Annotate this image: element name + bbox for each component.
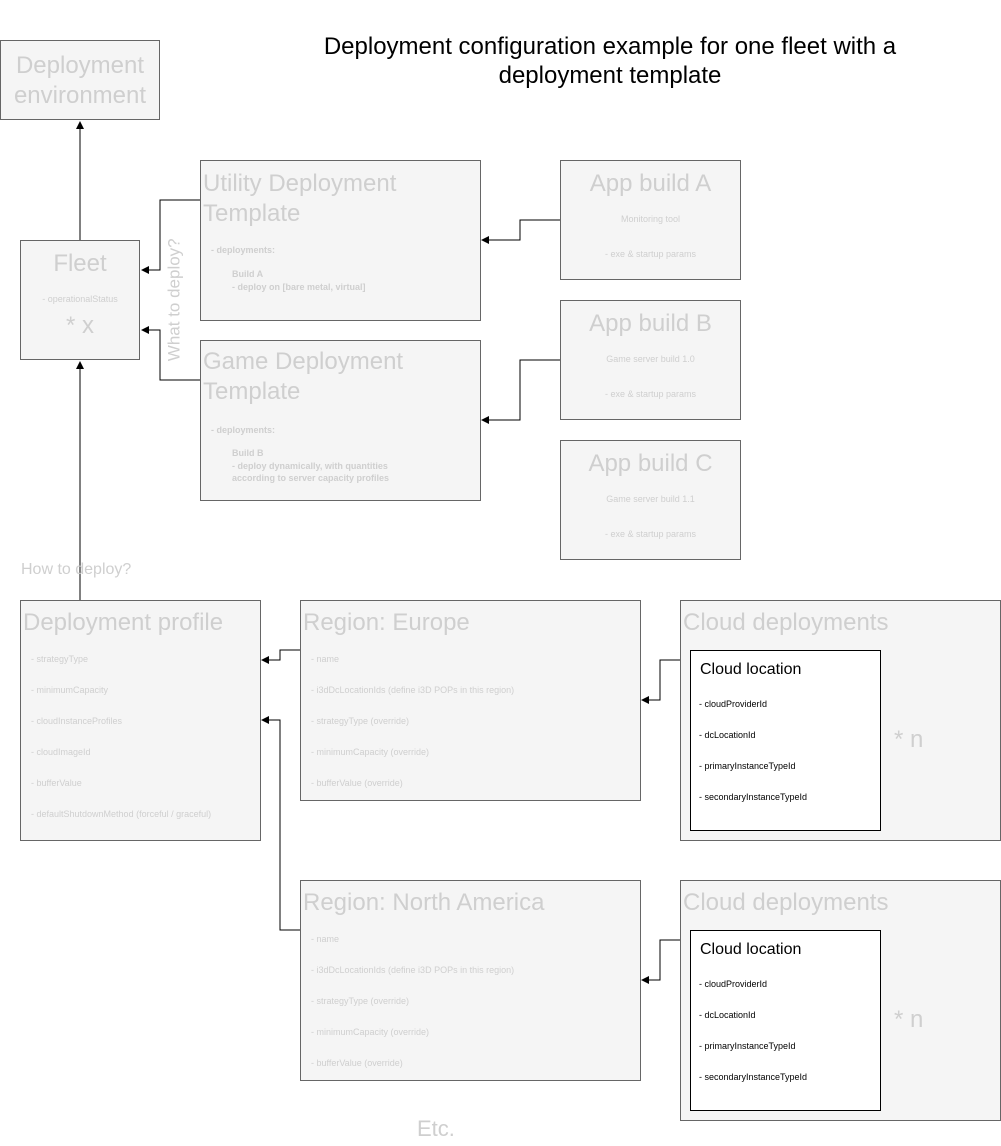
utility-template-title-line-1: Utility Deployment [203, 170, 397, 197]
app-build-a-to-utility-arrow [481, 219, 560, 244]
deployment-profile-title: Deployment profile [23, 609, 224, 636]
region-europe-field-buffer-value: - bufferValue (override) [311, 778, 403, 788]
cloud-eu-field-secondary-instance: - secondaryInstanceTypeId [699, 792, 808, 802]
region-na-field-buffer-value: - bufferValue (override) [311, 1058, 403, 1068]
fleet-box: Fleet - operationalStatus * x [20, 240, 140, 360]
profile-field-cloud-instance-profiles: - cloudInstanceProfiles [31, 716, 123, 726]
cloud-location-na-title: Cloud location [700, 941, 802, 958]
deployment-profile-box: Deployment profile - strategyType - mini… [20, 600, 261, 841]
app-build-c-desc: Game server build 1.1 [606, 494, 695, 504]
app-build-c-params: - exe & startup params [604, 529, 697, 539]
region-na-field-name: - name [311, 934, 340, 944]
cloud-na-to-north-america-arrow [641, 939, 690, 984]
north-america-to-profile-arrow [261, 716, 300, 931]
cloud-location-europe-title: Cloud location [700, 661, 802, 678]
cloud-eu-field-primary-instance: - primaryInstanceTypeId [699, 761, 796, 771]
utility-template-to-fleet-arrow [141, 199, 200, 274]
game-template-to-fleet-arrow [141, 326, 200, 381]
cloud-deployments-na-title: Cloud deployments [683, 889, 889, 916]
utility-template-deployments-label: - deployments: [211, 245, 276, 255]
utility-template-build: Build A [232, 269, 264, 279]
etc-label: Etc. [417, 1116, 455, 1141]
fleet-title: Fleet [53, 250, 107, 277]
cloud-na-field-primary-instance: - primaryInstanceTypeId [699, 1041, 796, 1051]
game-template-detail-line-2: according to server capacity profiles [232, 473, 390, 483]
region-europe-field-strategy-type: - strategyType (override) [311, 716, 410, 726]
region-europe-field-minimum-capacity: - minimumCapacity (override) [311, 747, 430, 757]
cloud-deployments-europe-multiplier: * n [894, 726, 924, 753]
profile-field-cloud-image-id: - cloudImageId [31, 747, 91, 757]
fleet-operational-status: - operationalStatus [42, 294, 118, 304]
region-europe-box: Region: Europe - name - i3dDcLocationIds… [300, 600, 641, 801]
fleet-multiplier: * x [65, 312, 94, 339]
app-build-b-title: App build B [589, 310, 712, 337]
deployment-environment-line-2: environment [13, 82, 147, 109]
app-build-c-title: App build C [588, 450, 713, 477]
cloud-na-field-secondary-instance: - secondaryInstanceTypeId [699, 1072, 808, 1082]
region-north-america-box: Region: North America - name - i3dDcLoca… [300, 880, 641, 1081]
profile-field-minimum-capacity: - minimumCapacity [31, 685, 109, 695]
deployment-environment-title: Deployment environment [1, 51, 159, 111]
app-build-b-desc: Game server build 1.0 [606, 354, 695, 364]
app-build-b-box: App build B Game server build 1.0 - exe … [560, 300, 741, 420]
cloud-na-field-dc-location: - dcLocationId [699, 1010, 756, 1020]
cloud-deployments-na-multiplier: * n [894, 1006, 924, 1033]
game-template-title-line-1: Game Deployment [203, 348, 404, 375]
region-na-field-dc-locations: - i3dDcLocationIds (define i3D POPs in t… [311, 965, 515, 975]
region-na-field-strategy-type: - strategyType (override) [311, 996, 410, 1006]
europe-to-profile-arrow [261, 649, 300, 664]
profile-field-strategy-type: - strategyType [31, 654, 89, 664]
game-template-detail-line-1: - deploy dynamically, with quantities [232, 461, 388, 471]
profile-field-default-shutdown-method: - defaultShutdownMethod (forceful / grac… [31, 809, 212, 819]
game-template-build: Build B [232, 448, 264, 458]
app-build-b-params: - exe & startup params [604, 389, 697, 399]
app-build-a-box: App build A Monitoring tool - exe & star… [560, 160, 741, 280]
app-build-b-to-game-arrow [481, 359, 560, 424]
diagram-title-line-2: deployment template [498, 62, 722, 89]
cloud-eu-to-europe-arrow [641, 659, 690, 704]
cloud-eu-field-dc-location: - dcLocationId [699, 730, 756, 740]
cloud-eu-field-provider: - cloudProviderId [699, 699, 768, 709]
game-template-title-line-2: Template [203, 378, 301, 405]
game-template-deployments-label: - deployments: [211, 425, 276, 435]
cloud-location-europe-box: Cloud location - cloudProviderId - dcLoc… [690, 650, 881, 831]
cloud-location-na-box: Cloud location - cloudProviderId - dcLoc… [690, 930, 881, 1111]
game-template-title: Game Deployment Template [203, 347, 403, 407]
app-build-a-desc: Monitoring tool [620, 214, 681, 224]
region-na-field-minimum-capacity: - minimumCapacity (override) [311, 1027, 430, 1037]
app-build-c-box: App build C Game server build 1.1 - exe … [560, 440, 741, 560]
cloud-na-field-provider: - cloudProviderId [699, 979, 768, 989]
game-deployment-template-box: Game Deployment Template - deployments: … [200, 340, 481, 501]
utility-template-detail: - deploy on [bare metal, virtual] [232, 282, 366, 292]
utility-template-title: Utility Deployment Template [203, 169, 396, 229]
region-europe-field-dc-locations: - i3dDcLocationIds (define i3D POPs in t… [311, 685, 515, 695]
app-build-a-title: App build A [589, 170, 712, 197]
profile-field-buffer-value: - bufferValue [31, 778, 82, 788]
region-europe-title: Region: Europe [303, 609, 470, 636]
deployment-environment-box: Deployment environment [0, 40, 160, 120]
region-north-america-title: Region: North America [303, 889, 545, 916]
cloud-deployments-europe-title: Cloud deployments [683, 609, 889, 636]
diagram-title: Deployment configuration example for one… [260, 32, 960, 90]
diagram-title-line-1: Deployment configuration example for one… [323, 33, 897, 60]
region-europe-field-name: - name [311, 654, 340, 664]
what-to-deploy-label: What to deploy? [164, 238, 184, 362]
utility-template-title-line-2: Template [203, 200, 301, 227]
how-to-deploy-label: How to deploy? [21, 561, 132, 578]
app-build-a-params: - exe & startup params [604, 249, 697, 259]
utility-deployment-template-box: Utility Deployment Template - deployment… [200, 160, 481, 321]
deployment-environment-line-1: Deployment [15, 52, 145, 79]
